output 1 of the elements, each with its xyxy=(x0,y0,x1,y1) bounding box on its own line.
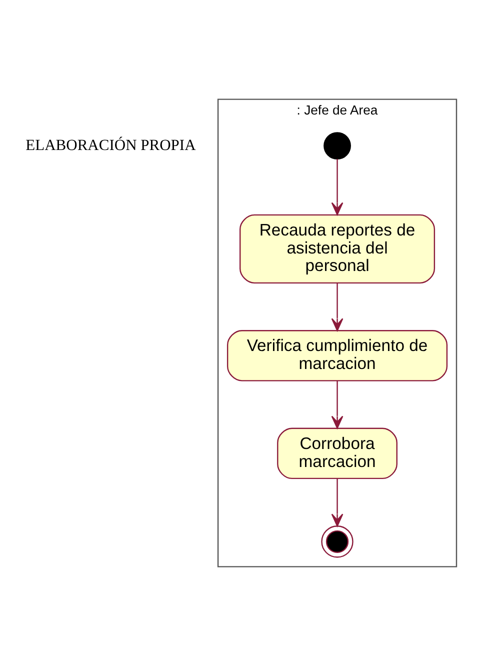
label: ELABORACIÓN PROPIA xyxy=(26,136,196,154)
